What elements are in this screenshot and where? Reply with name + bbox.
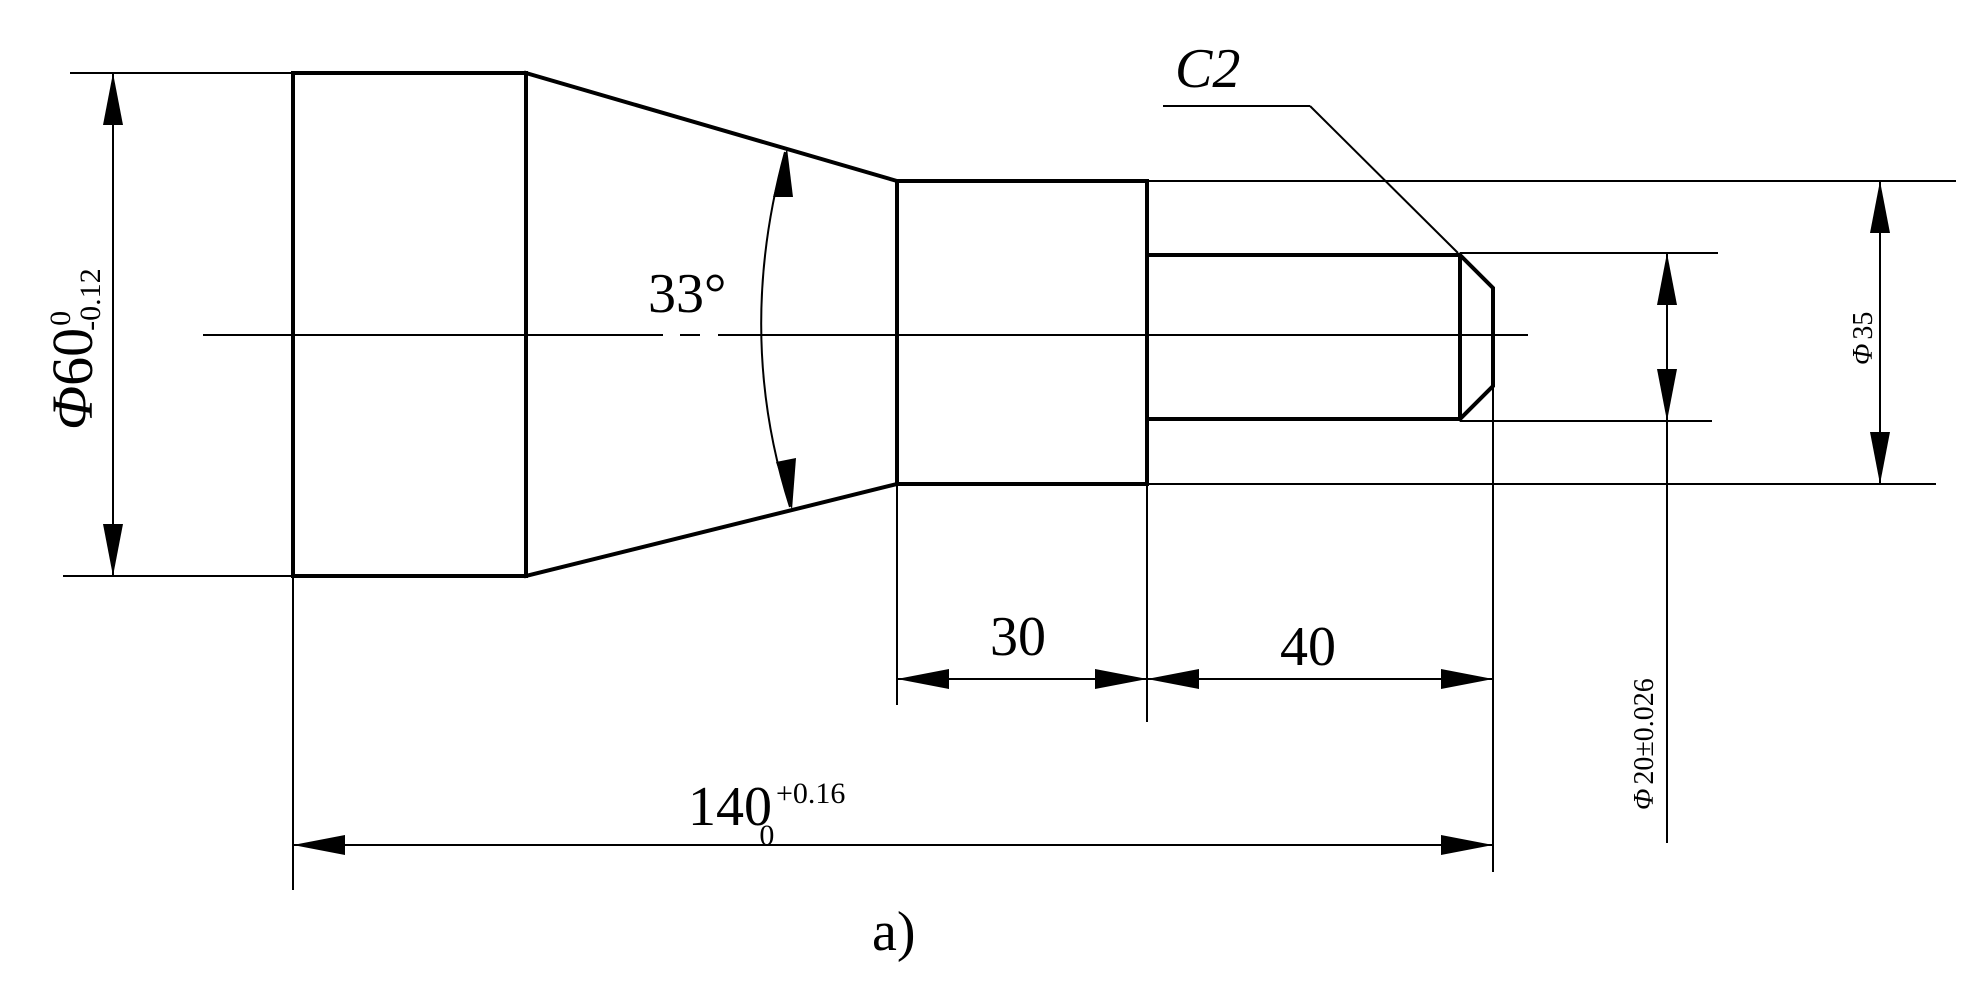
- large-cylinder: [291, 71, 528, 578]
- phi60-label: Φ600-0.12: [40, 268, 107, 430]
- phi20-dimension: [1460, 252, 1718, 843]
- shaft-outline: [291, 70, 1495, 579]
- dim-40-label: 40: [1280, 616, 1336, 678]
- dim-140-upper-tolerance: +0.16: [776, 777, 845, 810]
- dim-30-label: 30: [990, 606, 1046, 668]
- chamfer-end: [1457, 252, 1495, 422]
- dim-140-lower-tolerance: 0: [759, 819, 774, 852]
- phi35-dimension: [1147, 180, 1956, 485]
- phi35-label: Φ35: [1848, 312, 1879, 365]
- chamfer-label: C2: [1175, 38, 1240, 100]
- phi60-lower-tolerance: -0.12: [74, 268, 107, 331]
- phi20-label: Φ20±0.026: [1629, 678, 1660, 810]
- angle-dimension: [760, 148, 796, 510]
- figure-caption: a): [872, 901, 916, 963]
- chamfer-leader: [1163, 105, 1459, 254]
- length-dimensions: [292, 386, 1494, 890]
- phi60-dimension: [63, 72, 293, 577]
- small-cylinder: [1145, 253, 1462, 421]
- angle-label: 33°: [648, 263, 726, 325]
- cone-section: [523, 70, 900, 579]
- middle-cylinder: [895, 179, 1149, 486]
- phi60-upper-tolerance: 0: [44, 311, 77, 326]
